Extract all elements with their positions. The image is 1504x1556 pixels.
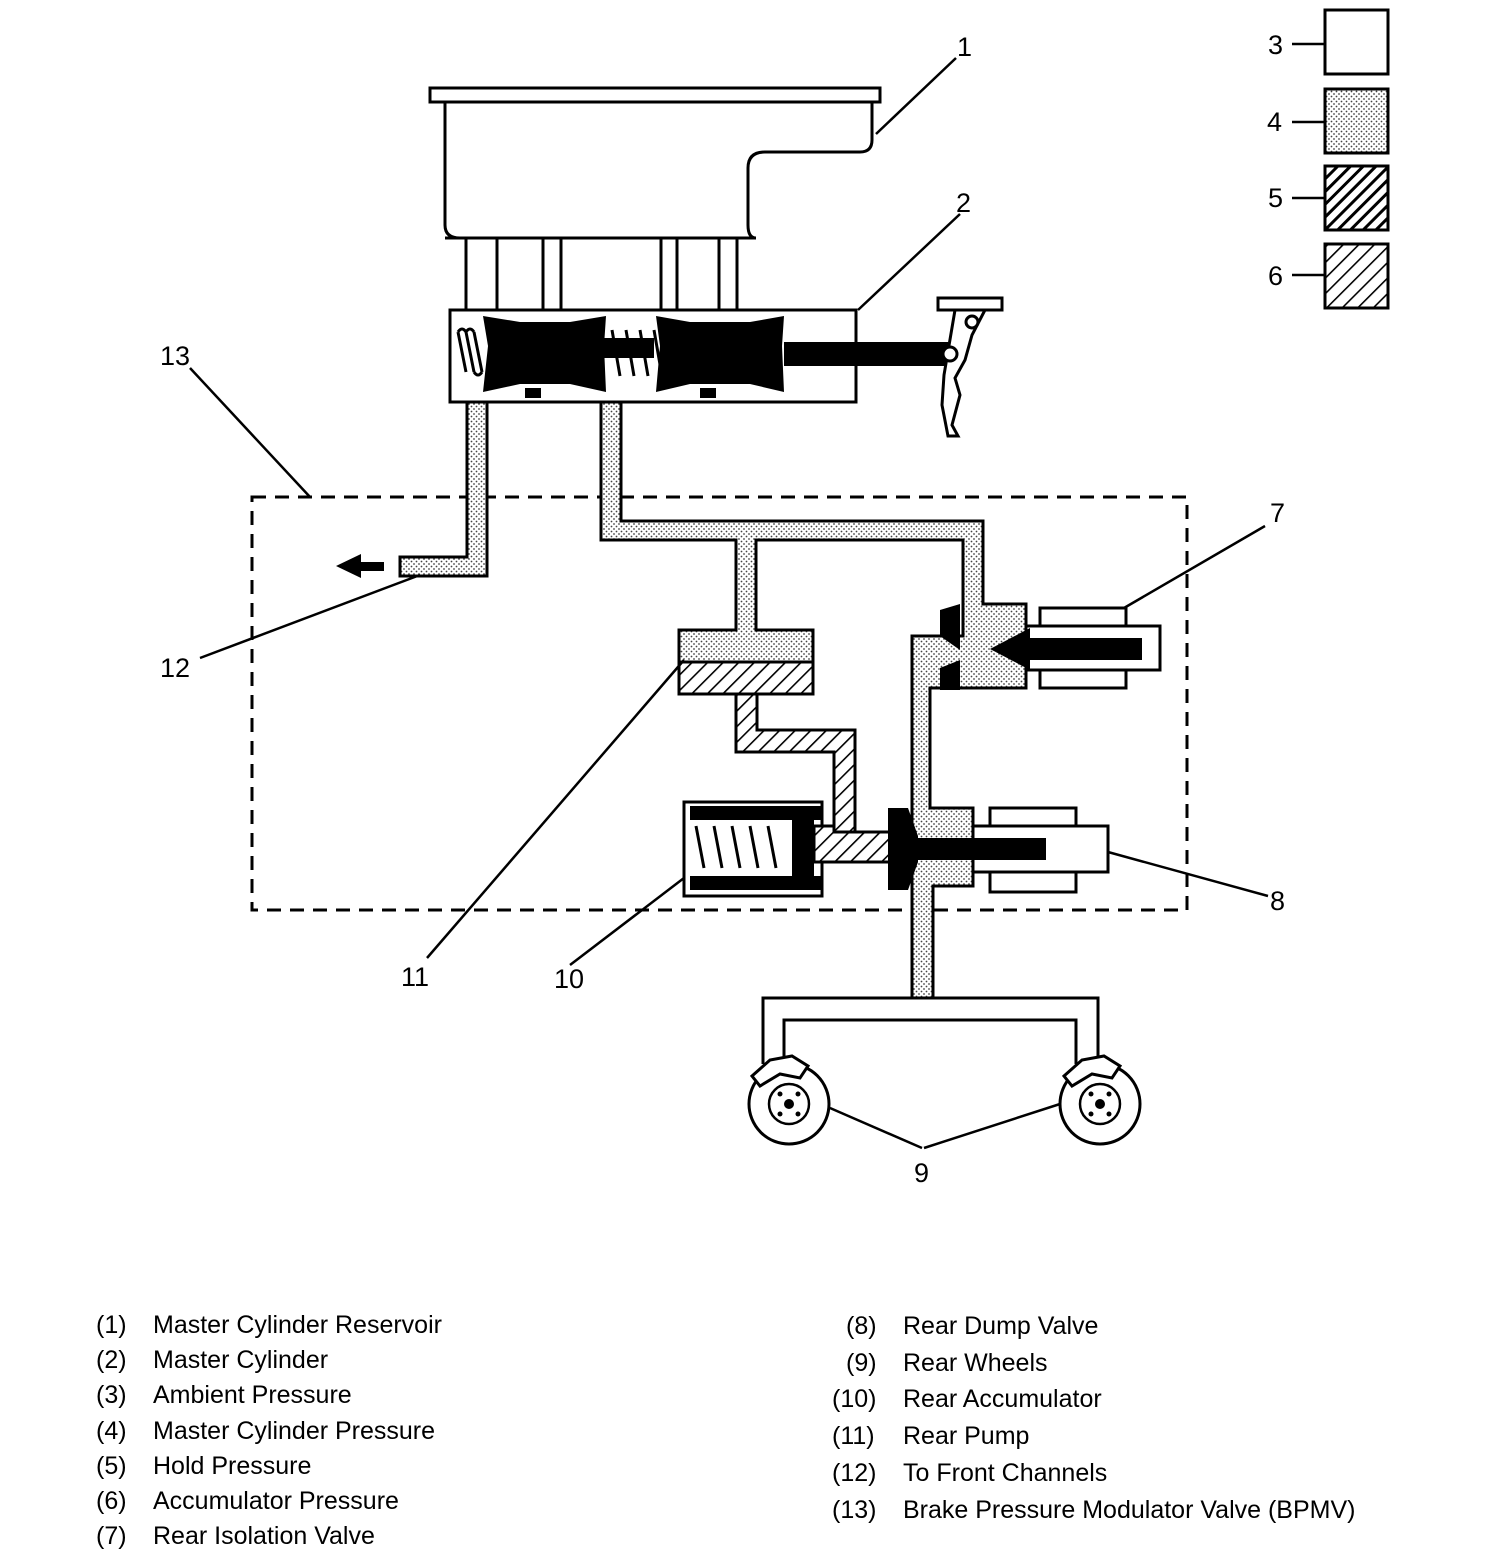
callout-2: 2: [956, 188, 971, 218]
secondary-piston: [656, 316, 784, 392]
legend-num: (9): [846, 1349, 877, 1377]
legend-text: Rear Wheels: [903, 1349, 1048, 1377]
swatch-ambient-pressure: [1323, 8, 1390, 76]
bpmv-outline: [250, 495, 1189, 912]
callout-7: 7: [1270, 498, 1285, 528]
primary-spring: [456, 327, 484, 377]
legend-num: (3): [96, 1381, 127, 1409]
callout-12: 12: [160, 653, 190, 683]
leader-lines: [189, 42, 1325, 1150]
swatch-master-cylinder-pressure: [1323, 87, 1390, 155]
callout-11: 11: [401, 962, 429, 992]
callout-8: 8: [1270, 886, 1285, 916]
to-front-channels-arrow: [336, 554, 384, 578]
legend-num: (11): [832, 1422, 875, 1450]
callout-1: 1: [957, 32, 972, 62]
brake-pedal: [936, 296, 1004, 438]
swatch-hold-pressure: [1323, 164, 1390, 232]
legend-num: (8): [846, 1312, 877, 1340]
master-cylinder: [448, 308, 948, 404]
rear-wheel-left: [747, 1054, 831, 1146]
callout-5: 5: [1268, 183, 1283, 213]
legend-text: Master Cylinder Reservoir: [153, 1311, 442, 1339]
legend-num: (10): [832, 1385, 877, 1413]
legend-text: Accumulator Pressure: [153, 1487, 399, 1515]
swatch-accumulator-pressure: [1323, 242, 1390, 310]
rear-isolation-valve: [940, 604, 1162, 690]
callout-13: 13: [160, 341, 190, 371]
legend-num: (2): [96, 1346, 127, 1374]
legend-text: Hold Pressure: [153, 1452, 312, 1480]
legend-text: Rear Isolation Valve: [153, 1522, 375, 1550]
primary-piston: [483, 316, 606, 392]
legend-text: Rear Accumulator: [903, 1385, 1102, 1413]
rear-accumulator: [682, 800, 894, 898]
legend-num: (1): [96, 1311, 127, 1339]
callout-9: 9: [914, 1158, 929, 1188]
callout-4: 4: [1267, 107, 1282, 137]
legend-text: Master Cylinder Pressure: [153, 1417, 436, 1445]
legend-num: (6): [96, 1487, 127, 1515]
pressure-legend-swatches: [1323, 8, 1390, 310]
rear-dump-valve: [888, 806, 1110, 894]
legend-text: Master Cylinder: [153, 1346, 329, 1374]
legend-num: (13): [832, 1496, 877, 1524]
callout-6: 6: [1268, 261, 1283, 291]
rear-wheel-lines: [761, 996, 1100, 1064]
callout-10: 10: [554, 964, 584, 994]
legend-text: Ambient Pressure: [153, 1381, 352, 1409]
legend-text: Rear Dump Valve: [903, 1312, 1099, 1340]
legend-text: Brake Pressure Modulator Valve (BPMV): [903, 1496, 1356, 1524]
master-cylinder-reservoir: [428, 86, 882, 312]
rear-wheel-right: [1058, 1054, 1142, 1146]
callout-3: 3: [1268, 30, 1283, 60]
legend-text: Rear Pump: [903, 1422, 1030, 1450]
legend-num: (12): [832, 1459, 877, 1487]
legend-num: (7): [96, 1522, 127, 1550]
callouts: 1 2 3 4 5 6 7 8 9 10 11 12 13: [160, 30, 1285, 1188]
legend-num: (4): [96, 1417, 127, 1445]
legend-num: (5): [96, 1452, 127, 1480]
legend-text: To Front Channels: [903, 1459, 1108, 1487]
